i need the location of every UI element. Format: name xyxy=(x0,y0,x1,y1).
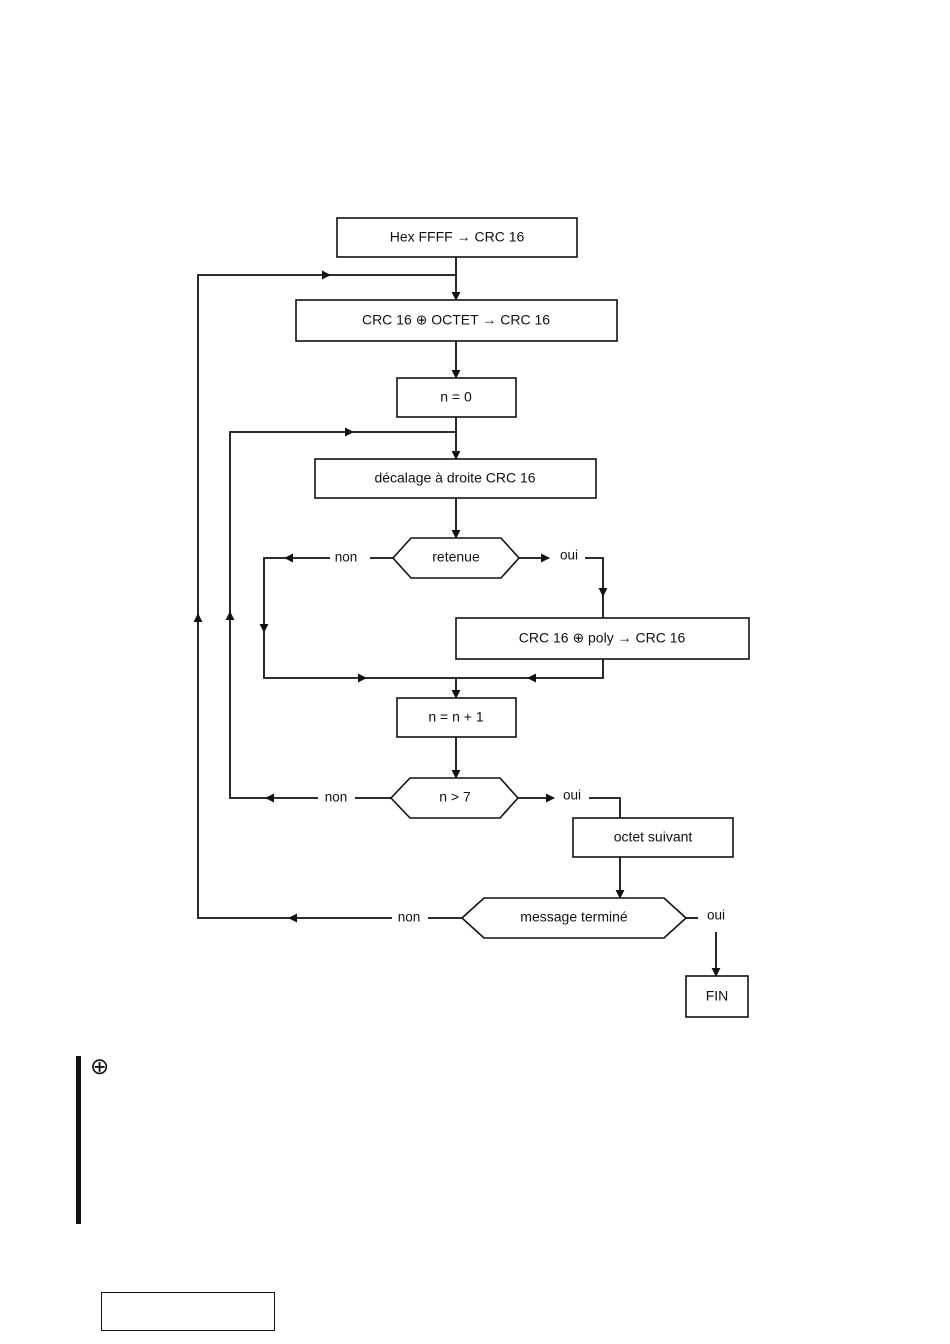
node-increment: n = n + 1 xyxy=(397,698,516,737)
edge-check-loop-up xyxy=(230,612,266,798)
node-n-zero-label: n = 0 xyxy=(440,389,472,405)
node-shift: décalage à droite CRC 16 xyxy=(315,459,596,498)
label-msg-non: non xyxy=(398,910,421,925)
label-msg-oui: oui xyxy=(707,908,725,923)
node-increment-label: n = n + 1 xyxy=(428,709,483,725)
node-end-label: FIN xyxy=(706,988,729,1004)
node-xor-octet-label: CRC 16 ⊕ OCTET → CRC 16 xyxy=(362,312,550,328)
node-shift-label: décalage à droite CRC 16 xyxy=(374,470,535,486)
node-xor-poly: CRC 16 ⊕ poly → CRC 16 xyxy=(456,618,749,659)
edge-msg-loop-up xyxy=(198,614,289,918)
node-init-label: Hex FFFF → CRC 16 xyxy=(390,229,525,245)
legend-oplus-symbol: ⊕ xyxy=(90,1054,109,1080)
edge-carry-non-down xyxy=(264,558,285,632)
label-check-non: non xyxy=(325,790,348,805)
label-carry-non: non xyxy=(335,550,358,565)
label-check-oui: oui xyxy=(563,788,581,803)
decision-msg-done: message terminé xyxy=(462,898,686,938)
node-xor-poly-label: CRC 16 ⊕ poly → CRC 16 xyxy=(519,630,686,646)
decision-carry: retenue xyxy=(393,538,519,578)
edge-carry-non-merge xyxy=(264,630,366,678)
node-next-octet-label: octet suivant xyxy=(614,829,693,845)
node-n-zero: n = 0 xyxy=(397,378,516,417)
node-init: Hex FFFF → CRC 16 xyxy=(337,218,577,257)
decision-msg-done-label: message terminé xyxy=(520,909,628,925)
edge-carry-oui-down xyxy=(585,558,603,596)
edge-poly-return xyxy=(528,659,603,678)
decision-check-n-label: n > 7 xyxy=(439,789,471,805)
node-next-octet: octet suivant xyxy=(573,818,733,857)
empty-box xyxy=(101,1292,275,1331)
label-carry-oui: oui xyxy=(560,548,578,563)
decision-check-n: n > 7 xyxy=(391,778,518,818)
margin-bar xyxy=(76,1056,81,1224)
edge-check-oui-to-next xyxy=(589,798,620,818)
decision-carry-label: retenue xyxy=(432,549,480,565)
node-xor-octet: CRC 16 ⊕ OCTET → CRC 16 xyxy=(296,300,617,341)
node-end: FIN xyxy=(686,976,748,1017)
